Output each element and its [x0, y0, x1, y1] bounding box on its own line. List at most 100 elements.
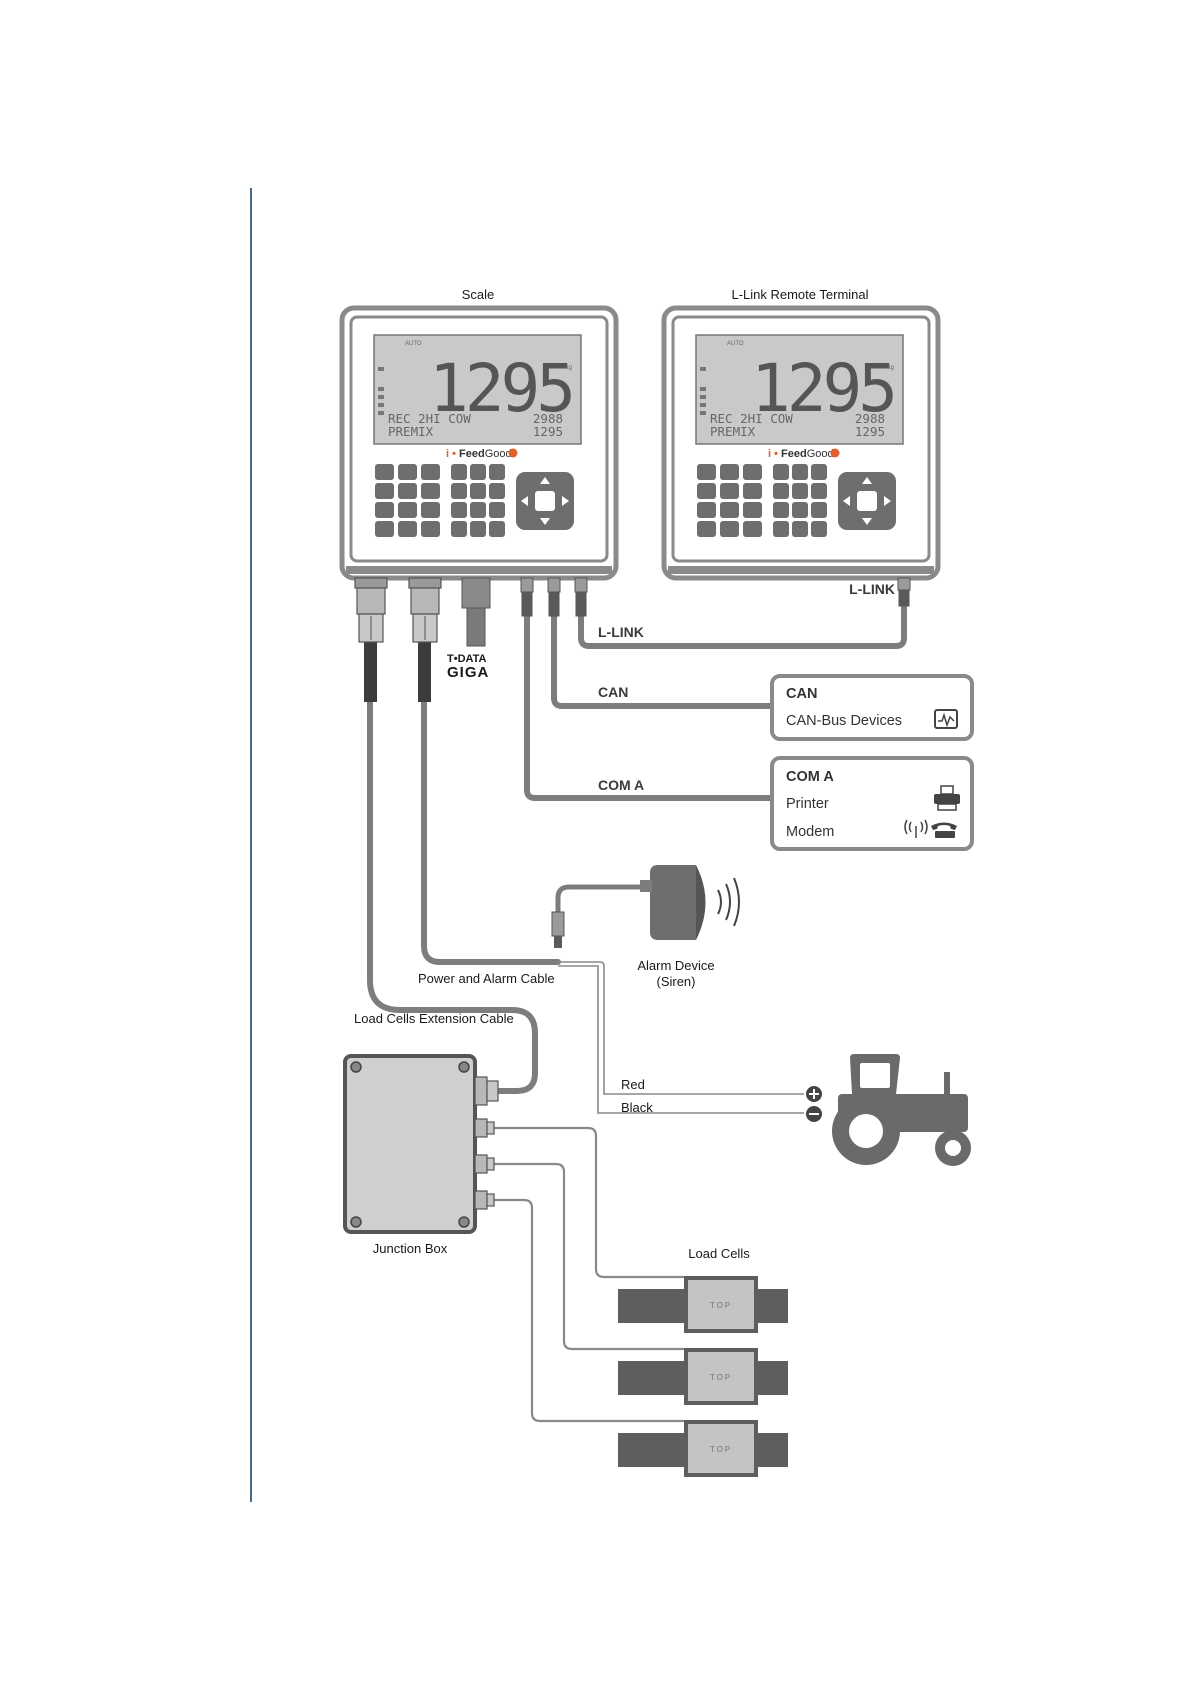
key — [398, 483, 417, 499]
key — [421, 502, 440, 518]
lcd-auto: AUTO — [727, 341, 744, 347]
antenna-wave-right — [920, 821, 924, 833]
gland-extension-grip — [486, 1080, 499, 1102]
sound-waves-icon — [717, 877, 740, 927]
key — [773, 483, 789, 499]
com-a-plug — [521, 591, 533, 617]
lcd-side-icon — [700, 403, 706, 407]
com-a-box-printer: Printer — [786, 796, 829, 812]
key — [470, 464, 486, 480]
alarm-device-sublabel: (Siren) — [656, 974, 695, 989]
load-cell: TOP — [618, 1276, 788, 1333]
key — [811, 521, 827, 537]
remote-llink-connector — [897, 577, 911, 607]
key — [720, 502, 739, 518]
lcd-side-icon — [378, 411, 384, 415]
load-cell-block — [684, 1276, 758, 1333]
black-wire-label: Black — [621, 1100, 653, 1115]
remote-llink-plug — [898, 589, 910, 607]
power-alarm-cable-label: Power and Alarm Cable — [418, 971, 555, 986]
telephone-base — [935, 831, 955, 838]
load-cells-label: Load Cells — [688, 1246, 750, 1261]
key — [398, 502, 417, 518]
key — [451, 521, 467, 537]
cables — [367, 600, 907, 1094]
signal-monitor-icon — [934, 709, 958, 729]
signal-connectors — [520, 577, 588, 617]
key — [451, 464, 467, 480]
lcd-auto: AUTO — [405, 341, 422, 347]
can-connector — [547, 577, 561, 593]
key — [792, 464, 808, 480]
load-cell-top-mark: TOP — [710, 1373, 732, 1382]
power-wires — [558, 961, 804, 1114]
screw-icon — [350, 1216, 362, 1228]
load-cell-cable-2 — [493, 1162, 684, 1351]
com-a-box: COM A Printer Modem — [770, 756, 974, 851]
antenna-wave-left-outer — [904, 819, 908, 835]
gland-extension — [474, 1076, 488, 1106]
can-plug — [548, 591, 560, 617]
lcd-side-icon — [378, 387, 384, 391]
load-cell-gland — [354, 577, 388, 643]
key — [489, 521, 505, 537]
telephone-handset — [931, 822, 957, 830]
siren-cable — [555, 884, 643, 918]
load-cell-cable-1 — [493, 1126, 684, 1279]
scale-device: Scale AUTO 1295 kg REC 2HI COW 2988 PREM… — [339, 287, 619, 681]
llink-plug — [575, 591, 587, 617]
lcd-side-icons — [700, 367, 706, 415]
key — [375, 464, 394, 480]
lcd-line2-right: 1295 — [855, 424, 885, 439]
scale-keypad — [375, 464, 505, 537]
printer-body — [934, 794, 960, 804]
key — [697, 521, 716, 537]
scale-brand-logo: i • FeedGood — [446, 448, 512, 460]
key — [743, 521, 762, 537]
key — [470, 502, 486, 518]
siren-horn — [696, 865, 706, 940]
gland-cell — [474, 1154, 488, 1174]
tractor-exhaust — [944, 1072, 950, 1096]
giga-label: GIGA — [447, 664, 489, 681]
can-cable-label: CAN — [598, 684, 628, 700]
siren-bracket — [640, 880, 652, 892]
gland-nut — [354, 577, 388, 589]
llink-connector — [574, 577, 588, 593]
scale-glands — [354, 577, 588, 647]
screw-icon — [458, 1216, 470, 1228]
brand-dot-icon — [830, 448, 840, 458]
key — [375, 483, 394, 499]
key — [773, 502, 789, 518]
screw-icon — [350, 1061, 362, 1073]
key — [451, 502, 467, 518]
scale-nav-pad — [516, 472, 574, 530]
power-alarm-cable — [421, 697, 561, 965]
key — [811, 483, 827, 499]
gland-cell — [474, 1190, 488, 1210]
load-cell-block — [684, 1420, 758, 1477]
monitor-frame — [934, 709, 958, 729]
lcd-side-icon — [700, 395, 706, 399]
com-a-cable-label: COM A — [598, 777, 644, 793]
gland-body — [410, 587, 440, 615]
load-cell: TOP — [618, 1348, 788, 1405]
plus-sign — [809, 1089, 819, 1099]
lcd-line1-right: 2988 — [855, 411, 885, 426]
sound-wave — [733, 877, 740, 927]
sound-wave — [717, 889, 722, 915]
power-gland — [408, 577, 442, 643]
key — [398, 521, 417, 537]
load-cells-extension-cable — [367, 697, 538, 1094]
key — [720, 483, 739, 499]
alarm-connector — [551, 911, 565, 937]
antenna-wave-left — [908, 821, 912, 833]
llink-cable-label: L-LINK — [598, 624, 644, 640]
key — [375, 521, 394, 537]
key — [811, 464, 827, 480]
can-box: CAN CAN-Bus Devices — [770, 674, 974, 741]
key — [720, 521, 739, 537]
telephone-icon — [931, 822, 957, 838]
key — [421, 521, 440, 537]
key — [489, 502, 505, 518]
